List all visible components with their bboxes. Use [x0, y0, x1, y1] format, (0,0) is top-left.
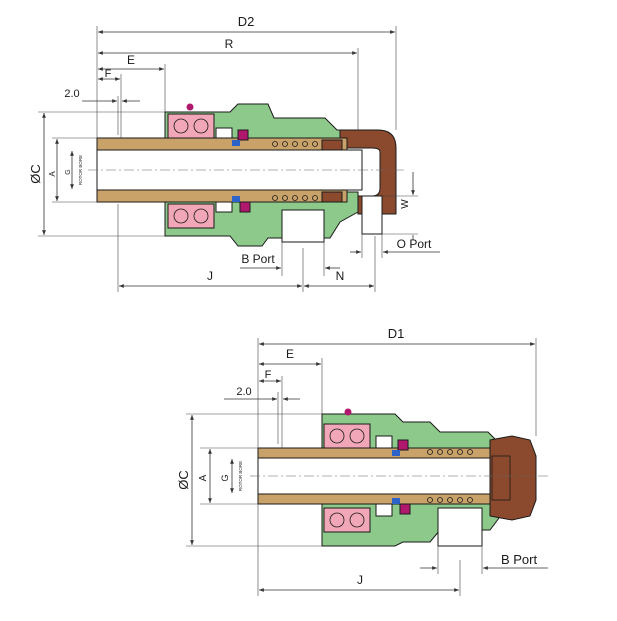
bottom-drawing: D1 E F 2.0 ØC A G — [176, 326, 548, 596]
bottom-d1-label: D1 — [388, 326, 405, 341]
top-rotor-bore-label: ROTOR BORE — [78, 155, 83, 185]
bottom-rotor-bore-label: ROTOR BORE — [238, 461, 243, 491]
top-f-label: F — [105, 68, 112, 80]
bottom-gap-label: 2.0 — [236, 386, 251, 398]
top-dimensions: D2 R E F 2.0 ØC A — [28, 14, 440, 292]
top-gap-label: 2.0 — [64, 88, 79, 100]
top-w-label: W — [400, 199, 411, 209]
bottom-bearings — [323, 408, 371, 533]
bottom-grease-fitting — [344, 408, 352, 416]
bottom-j-label: J — [357, 573, 363, 587]
top-j-label: J — [207, 269, 213, 283]
bottom-g-label: G — [220, 474, 230, 481]
bottom-b-port-bore — [437, 507, 483, 547]
top-b-port-bore — [281, 209, 325, 243]
bottom-shaft — [257, 447, 491, 505]
top-d2-label: D2 — [238, 14, 255, 29]
top-o-port-label: O Port — [397, 237, 432, 251]
bottom-nut-core — [491, 455, 511, 501]
bottom-shaft-bore — [257, 457, 491, 495]
bottom-diameter-c-label: ØC — [176, 470, 191, 490]
top-a-label: A — [48, 171, 57, 177]
top-shaft-lower — [96, 189, 348, 203]
bottom-b-port-label: B Port — [501, 552, 538, 567]
top-e-label: E — [127, 53, 135, 67]
bottom-dimensions: D1 E F 2.0 ØC A G — [176, 326, 548, 596]
top-n-label: N — [336, 269, 345, 283]
top-elbow — [339, 129, 397, 215]
bottom-a-label: A — [198, 474, 209, 481]
top-b-port-label: B Port — [241, 252, 275, 266]
top-g-label: G — [65, 169, 72, 174]
top-bearings — [167, 103, 215, 229]
bottom-e-label: E — [286, 347, 294, 361]
top-grease-fitting — [186, 103, 194, 111]
top-diameter-c-label: ØC — [28, 164, 43, 184]
top-elbow-outlet — [361, 195, 383, 235]
top-seals — [232, 129, 343, 213]
top-r-label: R — [225, 37, 234, 51]
top-drawing: D2 R E F 2.0 ØC A — [28, 14, 440, 292]
top-shaft — [96, 137, 363, 203]
top-shaft-upper — [96, 137, 348, 151]
bottom-f-label: F — [265, 369, 272, 381]
bottom-seals — [392, 439, 473, 515]
